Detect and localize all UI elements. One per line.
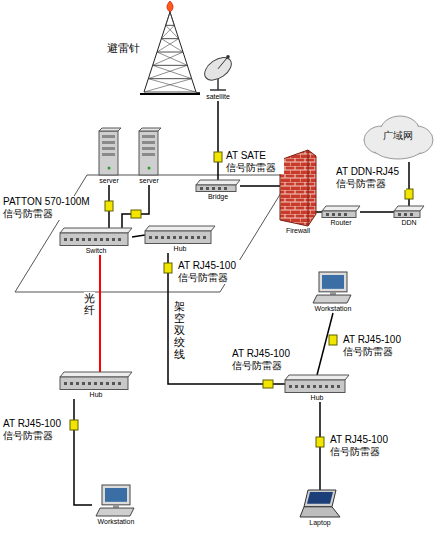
lightning-rod: 避雷针	[104, 2, 200, 95]
ddn-modem-icon	[394, 206, 424, 218]
ddn-modem: DDN	[394, 206, 424, 227]
device-label: DDN	[401, 218, 416, 227]
workstation-icon	[313, 272, 353, 304]
surge-protector	[164, 263, 172, 273]
protector-label: PATTON 570-100M 信号防雷器	[3, 196, 97, 220]
device-label: Workstation	[315, 304, 352, 313]
network-cable	[217, 101, 219, 180]
wan-cloud: 广域网	[360, 110, 436, 162]
network-cable	[132, 235, 145, 237]
server-icon	[137, 130, 161, 176]
device-label: Laptop	[309, 518, 330, 527]
surge-protector	[405, 189, 413, 199]
server: server	[94, 130, 124, 185]
switch: Switch	[60, 228, 132, 255]
surge-protector	[316, 437, 324, 447]
protector-label: AT SATE 信号防雷器	[226, 150, 284, 174]
device-label: Router	[330, 218, 351, 227]
hub: Hub	[145, 226, 215, 253]
device-label: Bridge	[208, 192, 228, 201]
bridge-icon	[196, 180, 240, 192]
protector-label: AT RJ45-100 信号防雷器	[232, 348, 304, 372]
protector-label: AT DDN-RJ45 信号防雷器	[336, 166, 406, 190]
device-label: Hub	[174, 244, 187, 253]
lightning-rod-icon	[140, 2, 200, 95]
device-label: Hub	[90, 390, 103, 399]
laptop-icon	[300, 490, 340, 518]
protector-label: AT RJ45-100 信号防雷器	[330, 434, 402, 458]
satellite-dish-icon	[196, 52, 240, 92]
protector-label: AT RJ45-100 信号防雷器	[178, 260, 250, 284]
network-cable	[74, 399, 92, 505]
surge-protector	[70, 420, 78, 430]
device-label: server	[99, 176, 118, 185]
surge-protector	[105, 201, 113, 211]
router: Router	[322, 206, 360, 227]
server: server	[134, 130, 164, 185]
hub: Hub	[60, 372, 132, 399]
surge-protector	[131, 210, 141, 218]
hub-icon	[285, 375, 349, 393]
server-room-floor	[15, 175, 292, 292]
network-cable	[122, 185, 149, 228]
firewall-icon	[280, 150, 316, 226]
hub: Hub	[285, 375, 349, 402]
switch-icon	[60, 228, 132, 246]
device-label: satellite	[206, 92, 230, 101]
cable-label: 架空双绞线	[174, 300, 185, 360]
device-label: Workstation	[98, 517, 135, 526]
network-cable	[360, 211, 394, 213]
satellite-dish: satellite	[196, 52, 240, 101]
device-label: Firewall	[286, 226, 310, 235]
router-icon	[322, 206, 360, 218]
bridge: Bridge	[196, 180, 240, 201]
fiber-cable	[99, 255, 101, 372]
device-label: 避雷针	[104, 42, 140, 55]
server-icon	[97, 130, 121, 176]
surge-protector	[329, 335, 337, 345]
device-label: server	[139, 176, 158, 185]
workstation: Workstation	[309, 272, 357, 313]
workstation-icon	[96, 485, 136, 517]
workstation: Workstation	[92, 485, 140, 526]
protector-label: AT RJ45-100 信号防雷器	[3, 418, 67, 442]
laptop: Laptop	[300, 490, 340, 527]
firewall: Firewall	[280, 150, 316, 235]
network-cable	[240, 185, 280, 187]
surge-protector	[263, 380, 273, 388]
hub-icon	[60, 372, 132, 390]
protector-label: AT RJ45-100 信号防雷器	[343, 334, 415, 358]
hub-icon	[145, 226, 215, 244]
device-label: Hub	[311, 393, 324, 402]
device-label: 广域网	[383, 130, 413, 142]
surge-protector	[214, 152, 222, 162]
device-label: Switch	[86, 246, 107, 255]
cable-label: 光纤	[84, 292, 95, 316]
